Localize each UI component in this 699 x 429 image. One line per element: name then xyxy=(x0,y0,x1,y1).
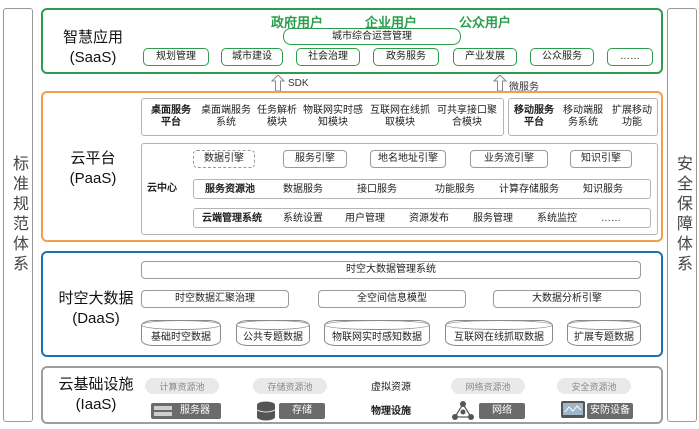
pool-knowledge-service: 知识服务 xyxy=(583,184,623,195)
mgmt-monitor: 系统监控 xyxy=(537,213,577,224)
sdk-label: SDK xyxy=(288,78,309,89)
paas-code: (PaaS) xyxy=(69,170,117,187)
engine-data: 数据引擎 xyxy=(193,150,255,168)
database-icon xyxy=(256,401,276,421)
daas-layer: 时空大数据 (DaaS) 时空大数据管理系统 时空数据汇聚治理 全空间信息模型 … xyxy=(41,251,663,357)
paas-name: 云平台 xyxy=(70,150,116,167)
network-label-bg xyxy=(479,403,525,419)
saas-name: 智慧应用 xyxy=(62,29,123,46)
saas-layer: 智慧应用 (SaaS) 政府用户 企业用户 公众用户 城市综合运营管理 规划管理… xyxy=(41,8,663,74)
desktop-module-api: 可共享接口聚合模块 xyxy=(437,105,497,128)
saas-code: (SaaS) xyxy=(69,49,117,66)
daas-code: (DaaS) xyxy=(72,310,120,327)
function-full-space-model: 全空间信息模型 xyxy=(318,290,466,308)
store-extended-topic-label: 扩展专题数据 xyxy=(574,331,634,343)
service-pool-row xyxy=(193,179,651,199)
engine-workflow: 业务流引擎 xyxy=(470,150,548,168)
cloud-mgmt-row xyxy=(193,208,651,228)
cloud-center-title: 云中心 xyxy=(147,183,177,194)
saas-layer-name: 智慧应用 (SaaS) xyxy=(51,28,135,68)
security-system-label: 安全保障体系 xyxy=(674,155,691,275)
function-data-governance: 时空数据汇聚治理 xyxy=(141,290,289,308)
pool-security: 安全资源池 xyxy=(557,378,631,394)
store-internet-label: 互联网在线抓取数据 xyxy=(454,331,544,343)
user-enterprise: 企业用户 xyxy=(364,15,417,30)
desktop-module-crawl: 互联网在线抓取模块 xyxy=(370,105,430,128)
mgmt-users: 用户管理 xyxy=(345,213,385,224)
desktop-module-client: 桌面端服务系统 xyxy=(201,105,251,128)
mobile-platform-panel xyxy=(508,98,658,136)
mobile-module-extend: 扩展移动功能 xyxy=(612,105,652,128)
iaas-layer: 云基础设施 (IaaS) 计算资源池 存储资源池 虚拟资源 网络资源池 安全资源… xyxy=(41,366,663,424)
store-internet-data: 互联网在线抓取数据 xyxy=(445,320,553,346)
mobile-module-client: 移动端服务系统 xyxy=(563,105,603,128)
store-iot-label: 物联网实时感知数据 xyxy=(332,331,422,343)
pool-storage: 存储资源池 xyxy=(253,378,327,394)
device-network-label: 网络 xyxy=(492,405,512,416)
iaas-layer-name: 云基础设施 (IaaS) xyxy=(49,375,143,415)
mgmt-publish: 资源发布 xyxy=(409,213,449,224)
pool-compute: 计算资源池 xyxy=(145,378,219,394)
spatiotemporal-mgmt-system: 时空大数据管理系统 xyxy=(141,261,641,279)
city-operations-center: 城市综合运营管理 xyxy=(283,28,461,45)
user-government: 政府用户 xyxy=(271,15,324,30)
desktop-platform-panel xyxy=(141,98,504,136)
physical-facilities-label: 物理设施 xyxy=(371,406,411,417)
cloud-mgmt-title: 云端管理系统 xyxy=(202,213,262,224)
app-more: …… xyxy=(607,48,653,66)
desktop-platform-title: 桌面服务平台 xyxy=(151,105,191,128)
device-server-label: 服务器 xyxy=(180,405,210,416)
device-storage-label: 存储 xyxy=(292,405,312,416)
monitor-icon xyxy=(561,401,633,419)
pool-network: 网络资源池 xyxy=(451,378,525,394)
virtual-resources-label: 虚拟资源 xyxy=(371,382,411,393)
engine-address: 地名地址引擎 xyxy=(370,150,446,168)
desktop-module-task: 任务解析模块 xyxy=(257,105,297,128)
mgmt-services: 服务管理 xyxy=(473,213,513,224)
security-system-column: 安全保障体系 xyxy=(667,8,697,422)
network-icon xyxy=(452,401,474,420)
mgmt-more: …… xyxy=(601,213,621,224)
pool-interface-service: 接口服务 xyxy=(357,184,397,195)
sdk-arrow-icon xyxy=(271,75,285,91)
store-base-data: 基础时空数据 xyxy=(141,320,221,346)
app-social-governance: 社会治理 xyxy=(296,48,360,66)
device-security-label: 安防设备 xyxy=(590,405,630,416)
app-government-services: 政务服务 xyxy=(373,48,439,66)
server-icon xyxy=(151,403,221,419)
engine-knowledge: 知识引擎 xyxy=(570,150,632,168)
engine-service: 服务引擎 xyxy=(283,150,347,168)
store-base-data-label: 基础时空数据 xyxy=(151,331,211,343)
microservice-arrow-icon xyxy=(493,75,507,91)
mobile-platform-title: 移动服务平台 xyxy=(514,105,554,128)
pool-function-service: 功能服务 xyxy=(435,184,475,195)
pool-compute-storage-service: 计算存储服务 xyxy=(499,184,559,195)
user-types: 政府用户 企业用户 公众用户 xyxy=(271,12,511,31)
microservice-label: 微服务 xyxy=(509,82,539,93)
app-planning: 规划管理 xyxy=(143,48,209,66)
user-public: 公众用户 xyxy=(458,15,511,30)
iaas-name: 云基础设施 xyxy=(58,376,134,393)
store-public-topic-label: 公共专题数据 xyxy=(243,331,303,343)
function-analytics-engine: 大数据分析引擎 xyxy=(493,290,641,308)
app-industry: 产业发展 xyxy=(453,48,517,66)
storage-label-bg xyxy=(279,403,325,419)
standards-system-column: 标准规范体系 xyxy=(3,8,33,422)
iaas-code: (IaaS) xyxy=(75,396,117,413)
service-pool-title: 服务资源池 xyxy=(205,184,255,195)
desktop-module-iot: 物联网实时感知模块 xyxy=(303,105,363,128)
daas-layer-name: 时空大数据 (DaaS) xyxy=(49,289,143,329)
app-public-services: 公众服务 xyxy=(530,48,594,66)
pool-data-service: 数据服务 xyxy=(283,184,323,195)
store-iot-data: 物联网实时感知数据 xyxy=(324,320,430,346)
standards-system-label: 标准规范体系 xyxy=(10,155,27,275)
daas-name: 时空大数据 xyxy=(58,290,134,307)
paas-layer: 云平台 (PaaS) 桌面服务平台 桌面端服务系统 任务解析模块 物联网实时感知… xyxy=(41,91,663,242)
app-construction: 城市建设 xyxy=(221,48,283,66)
mgmt-settings: 系统设置 xyxy=(283,213,323,224)
store-public-topic-data: 公共专题数据 xyxy=(236,320,310,346)
store-extended-topic-data: 扩展专题数据 xyxy=(567,320,641,346)
paas-layer-name: 云平台 (PaaS) xyxy=(51,149,135,189)
